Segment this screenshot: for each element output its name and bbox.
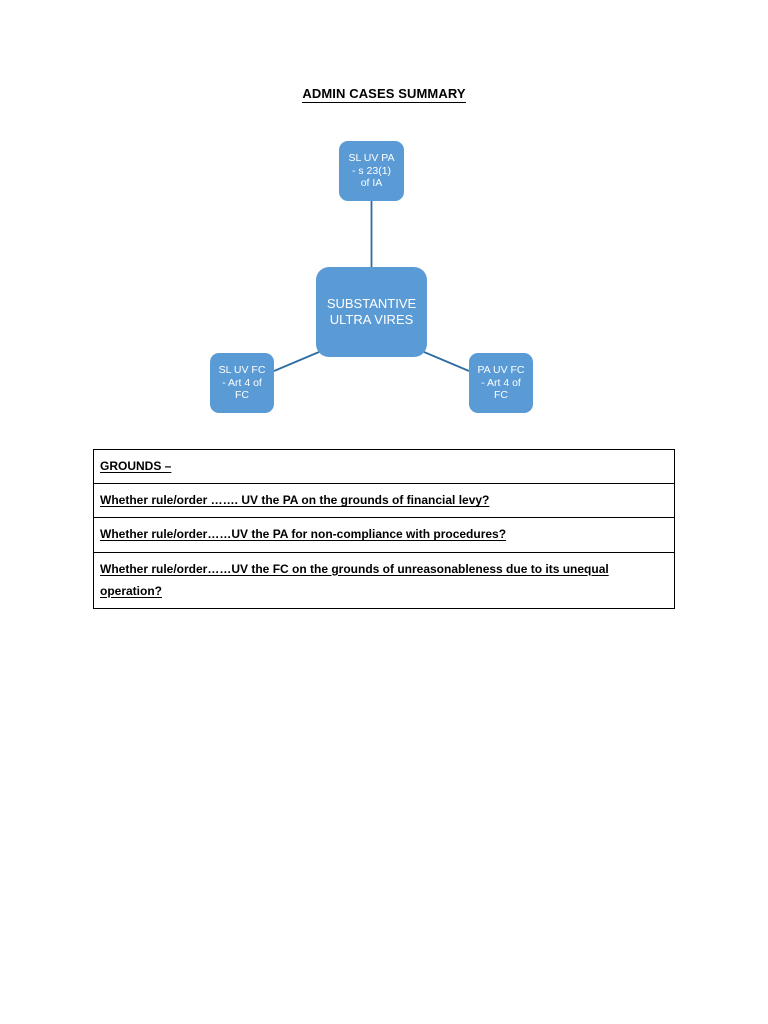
grounds-row-3: Whether rule/order……UV the FC on the gro… [93,551,675,609]
ultra-vires-diagram: SL UV PA - s 23(1) of IA SUBSTANTIVE ULT… [0,0,768,440]
page-title: ADMIN CASES SUMMARY [0,86,768,103]
node-sl-uv-fc-line1: SL UV FC [218,363,266,376]
node-sl-uv-pa-line2: - s 23(1) [351,164,392,177]
node-sl-uv-pa-line1: SL UV PA [348,151,395,164]
node-substantive-ultra-vires[interactable]: SUBSTANTIVE ULTRA VIRES [316,267,427,357]
node-pa-uv-fc-line3: FC [494,389,508,402]
node-sl-uv-fc[interactable]: SL UV FC - Art 4 of FC [210,353,274,413]
node-pa-uv-fc[interactable]: PA UV FC - Art 4 of FC [469,353,533,413]
table-row: Whether rule/order……UV the PA for non-co… [93,517,675,553]
grounds-row-1: Whether rule/order ……. UV the PA on the … [93,483,675,519]
grounds-row-3-text: Whether rule/order……UV the FC on the gro… [100,561,609,598]
connector-bottomright-to-center [423,351,470,372]
node-sl-uv-pa-line3: of IA [360,177,383,190]
node-substantive-ultra-vires-line1: SUBSTANTIVE [326,296,417,312]
grounds-row-1-text: Whether rule/order ……. UV the PA on the … [100,493,490,508]
node-sl-uv-pa[interactable]: SL UV PA - s 23(1) of IA [339,141,404,201]
grounds-header-text: GROUNDS – [100,459,172,473]
table-row: Whether rule/order ……. UV the PA on the … [93,483,675,519]
node-sl-uv-fc-line3: FC [235,389,249,402]
page-title-text: ADMIN CASES SUMMARY [302,86,466,103]
grounds-row-2-text: Whether rule/order……UV the PA for non-co… [100,527,507,542]
node-substantive-ultra-vires-line2: ULTRA VIRES [329,312,414,327]
node-pa-uv-fc-line2: - Art 4 of [481,376,521,389]
node-sl-uv-fc-line2: - Art 4 of [222,376,262,389]
grounds-table: GROUNDS – Whether rule/order ……. UV the … [93,448,675,609]
table-row: Whether rule/order……UV the FC on the gro… [93,551,675,609]
table-row-header: GROUNDS – [93,448,675,485]
grounds-row-2: Whether rule/order……UV the PA for non-co… [93,517,675,553]
connector-bottomleft-to-center [273,351,320,372]
node-pa-uv-fc-line1: PA UV FC [477,363,525,376]
grounds-header-cell: GROUNDS – [93,448,675,485]
connector-layer [273,201,470,372]
